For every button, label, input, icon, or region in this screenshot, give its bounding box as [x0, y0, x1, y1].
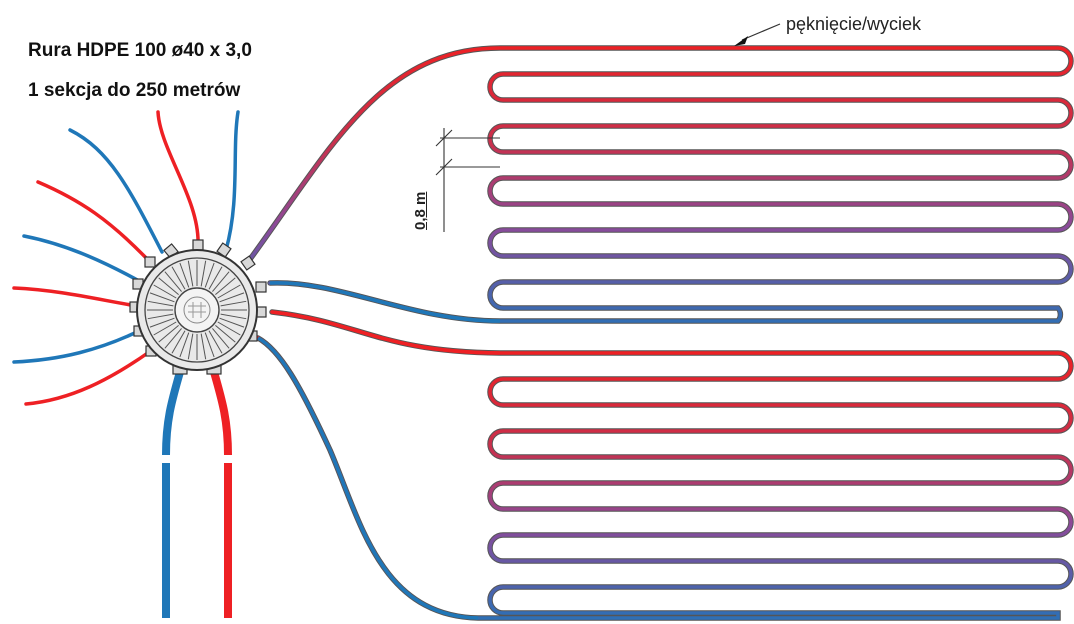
manifold-rib — [204, 262, 215, 288]
manifold-rib — [212, 271, 230, 292]
manifold-rib — [158, 325, 179, 343]
leak-annotation — [734, 23, 781, 46]
dimension-icon — [435, 128, 500, 232]
lower-loop-pipe — [256, 310, 1073, 620]
spacing-label: 0,8 m — [412, 191, 429, 230]
main-supply-header-top — [210, 370, 232, 456]
manifold-rib — [153, 284, 177, 299]
manifold-ring — [144, 257, 250, 363]
lower-loop-outline — [255, 309, 1074, 621]
leak-arrow-icon — [734, 36, 748, 46]
fan-pipe-3 — [224, 110, 240, 252]
manifold-rib — [208, 266, 223, 290]
manifold-rib — [215, 325, 236, 343]
manifold-rib — [220, 300, 247, 307]
fan-pipe-5 — [22, 234, 143, 284]
manifold-rib — [219, 292, 245, 303]
manifold-rib — [204, 332, 215, 358]
manifold-rib — [200, 333, 207, 360]
manifold-rib — [212, 328, 230, 349]
leak-label: pęknięcie/wyciek — [786, 14, 922, 34]
main-return-header-top — [162, 370, 184, 456]
manifold-rib — [171, 266, 186, 290]
manifold-rib — [220, 313, 247, 320]
manifold-rib — [158, 277, 179, 295]
manifold-rib — [164, 328, 182, 349]
manifold-icon — [129, 239, 267, 375]
leak-leader-line — [741, 23, 781, 41]
manifold-rib — [208, 330, 223, 354]
upper-loop-return-lead — [269, 281, 501, 323]
fan-pipe-6 — [12, 286, 139, 308]
manifold-rib — [147, 313, 174, 320]
manifold-rib — [179, 332, 190, 358]
fan-pipe-8 — [24, 348, 154, 406]
fan-pipe-4 — [36, 180, 152, 264]
pipe-spec-label: Rura HDPE 100 ø40 x 3,0 — [28, 40, 252, 61]
manifold-rib — [153, 321, 177, 336]
fan-out-pipes — [12, 110, 240, 406]
upper-loop-outline — [245, 45, 1074, 324]
fan-pipe-7 — [12, 328, 143, 364]
lower-loop — [255, 309, 1074, 621]
manifold-rib — [217, 284, 241, 299]
manifold-ribs — [147, 260, 247, 360]
main-headers — [162, 370, 232, 618]
fan-pipe-1 — [68, 128, 164, 254]
manifold-rib — [149, 317, 175, 328]
manifold-rib — [187, 333, 194, 360]
manifold-logo — [183, 296, 211, 324]
upper-loop — [245, 45, 1074, 324]
manifold-rib — [200, 260, 207, 287]
manifold-rib — [217, 321, 241, 336]
manifold-hub — [174, 287, 220, 333]
manifold-rib — [219, 317, 245, 328]
section-length-label: 1 sekcja do 250 metrów — [28, 80, 241, 101]
lower-loop-return-lead — [257, 336, 479, 620]
manifold-logo-mark — [188, 302, 206, 318]
manifold-rib — [171, 330, 186, 354]
fan-pipe-2 — [156, 110, 200, 247]
manifold-rib — [147, 300, 174, 307]
manifold-rib — [179, 262, 190, 288]
upper-loop-pipe — [246, 46, 1073, 323]
manifold-rib — [164, 271, 182, 292]
manifold-rib — [187, 260, 194, 287]
manifold-rib — [215, 277, 236, 295]
lower-loop-supply-lead — [271, 310, 501, 355]
manifold-rib — [149, 292, 175, 303]
